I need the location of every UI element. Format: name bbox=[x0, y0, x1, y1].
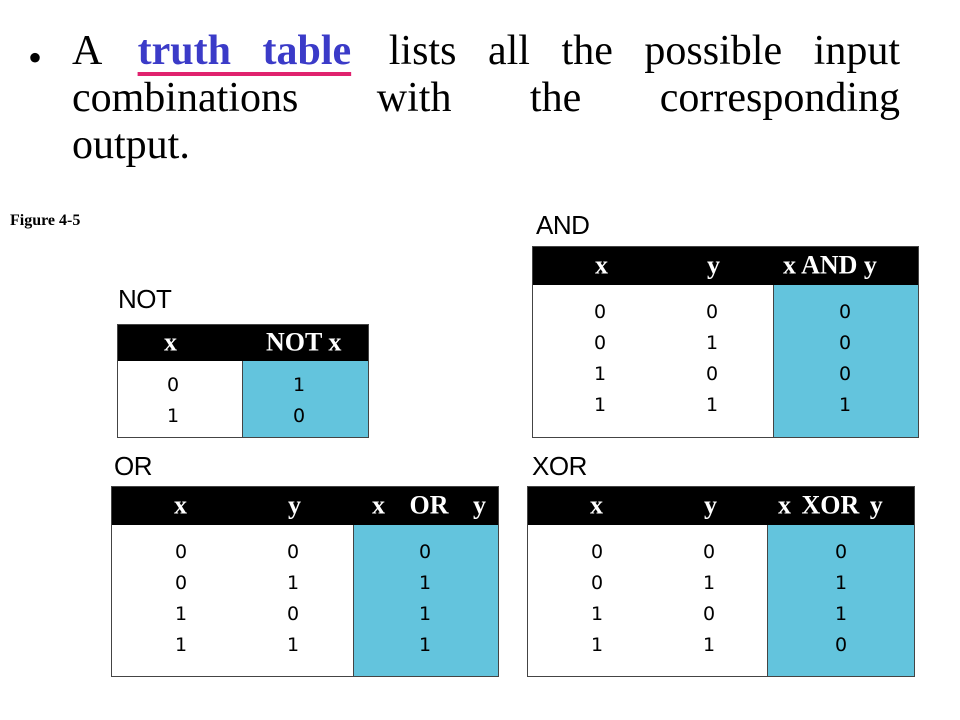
bullet-prefix: A bbox=[72, 28, 101, 74]
xor-table-title: XOR bbox=[532, 451, 587, 481]
and-out-0: 0 bbox=[838, 301, 852, 323]
bullet-line-1: A truth table lists all the possible inp… bbox=[72, 28, 900, 75]
xor-header-out: x XOR y bbox=[778, 490, 883, 520]
xor-header-y: y bbox=[704, 490, 717, 520]
xor-out-0: 0 bbox=[834, 541, 848, 563]
bullet-line-3: output. bbox=[72, 122, 190, 168]
truth-table-term: truth table bbox=[137, 28, 352, 74]
or-table-title: OR bbox=[114, 451, 153, 481]
not-col-out: 1 0 bbox=[284, 370, 314, 432]
xor-output-column bbox=[767, 525, 914, 676]
xor-col-y: 0 1 0 1 bbox=[694, 537, 724, 661]
or-x-1: 0 bbox=[174, 572, 188, 594]
xor-col-out: 0 1 1 0 bbox=[826, 537, 856, 661]
and-truth-table: x y x AND y 0 0 1 1 0 1 0 1 0 0 0 1 bbox=[532, 246, 919, 438]
or-output-column bbox=[353, 525, 498, 676]
or-truth-table: x y x OR y 0 0 1 1 0 1 0 1 0 1 1 1 bbox=[111, 486, 499, 677]
or-y-3: 1 bbox=[286, 634, 300, 656]
or-y-0: 0 bbox=[286, 541, 300, 563]
and-y-3: 1 bbox=[705, 394, 719, 416]
xor-out-1: 1 bbox=[834, 572, 848, 594]
xor-col-x: 0 0 1 1 bbox=[582, 537, 612, 661]
xor-y-0: 0 bbox=[702, 541, 716, 563]
xor-x-0: 0 bbox=[590, 541, 604, 563]
or-out-0: 0 bbox=[418, 541, 432, 563]
xor-table-header: x y x XOR y bbox=[528, 487, 914, 525]
bullet-line-2: combinations with the corresponding bbox=[72, 75, 900, 121]
and-header-y: y bbox=[707, 250, 720, 280]
not-col-x: 0 1 bbox=[158, 370, 188, 432]
and-output-column bbox=[773, 285, 918, 437]
and-header-out: x AND y bbox=[783, 250, 877, 280]
bullet-block: • A truth table lists all the possible i… bbox=[28, 28, 900, 169]
and-x-3: 1 bbox=[593, 394, 607, 416]
and-table-header: x y x AND y bbox=[533, 247, 918, 285]
or-out-3: 1 bbox=[418, 634, 432, 656]
or-out-1: 1 bbox=[418, 572, 432, 594]
and-y-2: 0 bbox=[705, 363, 719, 385]
not-header-x: x bbox=[164, 327, 177, 357]
or-x-0: 0 bbox=[174, 541, 188, 563]
or-y-1: 1 bbox=[286, 572, 300, 594]
and-out-2: 0 bbox=[838, 363, 852, 385]
and-header-x: x bbox=[595, 250, 608, 280]
and-table-title: AND bbox=[536, 210, 590, 240]
or-table-header: x y x OR y bbox=[112, 487, 498, 525]
not-truth-table: x NOT x 0 1 1 0 bbox=[117, 324, 369, 438]
bullet-line1-rest: lists all the possible input bbox=[388, 28, 901, 74]
or-col-x: 0 0 1 1 bbox=[166, 537, 196, 661]
and-out-1: 0 bbox=[838, 332, 852, 354]
or-header-out: x OR y bbox=[372, 490, 486, 520]
bullet-dot: • bbox=[28, 35, 43, 80]
xor-y-3: 1 bbox=[702, 634, 716, 656]
or-col-y: 0 1 0 1 bbox=[278, 537, 308, 661]
xor-x-1: 0 bbox=[590, 572, 604, 594]
not-x-0: 0 bbox=[166, 374, 180, 396]
or-out-2: 1 bbox=[418, 603, 432, 625]
or-header-y: y bbox=[288, 490, 301, 520]
or-x-3: 1 bbox=[174, 634, 188, 656]
not-out-0: 1 bbox=[292, 374, 306, 396]
and-x-1: 0 bbox=[593, 332, 607, 354]
and-col-x: 0 0 1 1 bbox=[585, 297, 615, 421]
and-col-out: 0 0 0 1 bbox=[830, 297, 860, 421]
not-x-1: 1 bbox=[166, 405, 180, 427]
xor-truth-table: x y x XOR y 0 0 1 1 0 1 0 1 0 1 1 0 bbox=[527, 486, 915, 677]
and-x-0: 0 bbox=[593, 301, 607, 323]
xor-header-x: x bbox=[590, 490, 603, 520]
and-y-1: 1 bbox=[705, 332, 719, 354]
figure-label: Figure 4-5 bbox=[10, 212, 81, 229]
or-col-out: 0 1 1 1 bbox=[410, 537, 440, 661]
not-output-column bbox=[242, 361, 368, 437]
xor-out-3: 0 bbox=[834, 634, 848, 656]
bullet-text: A truth table lists all the possible inp… bbox=[72, 28, 900, 169]
not-table-title: NOT bbox=[118, 284, 172, 314]
xor-y-1: 1 bbox=[702, 572, 716, 594]
and-col-y: 0 1 0 1 bbox=[697, 297, 727, 421]
or-header-x: x bbox=[174, 490, 187, 520]
xor-out-2: 1 bbox=[834, 603, 848, 625]
or-y-2: 0 bbox=[286, 603, 300, 625]
and-out-3: 1 bbox=[838, 394, 852, 416]
and-y-0: 0 bbox=[705, 301, 719, 323]
not-header-out: NOT x bbox=[266, 327, 342, 357]
xor-x-3: 1 bbox=[590, 634, 604, 656]
not-out-1: 0 bbox=[292, 405, 306, 427]
not-table-header: x NOT x bbox=[118, 325, 368, 361]
and-x-2: 1 bbox=[593, 363, 607, 385]
xor-y-2: 0 bbox=[702, 603, 716, 625]
xor-x-2: 1 bbox=[590, 603, 604, 625]
or-x-2: 1 bbox=[174, 603, 188, 625]
